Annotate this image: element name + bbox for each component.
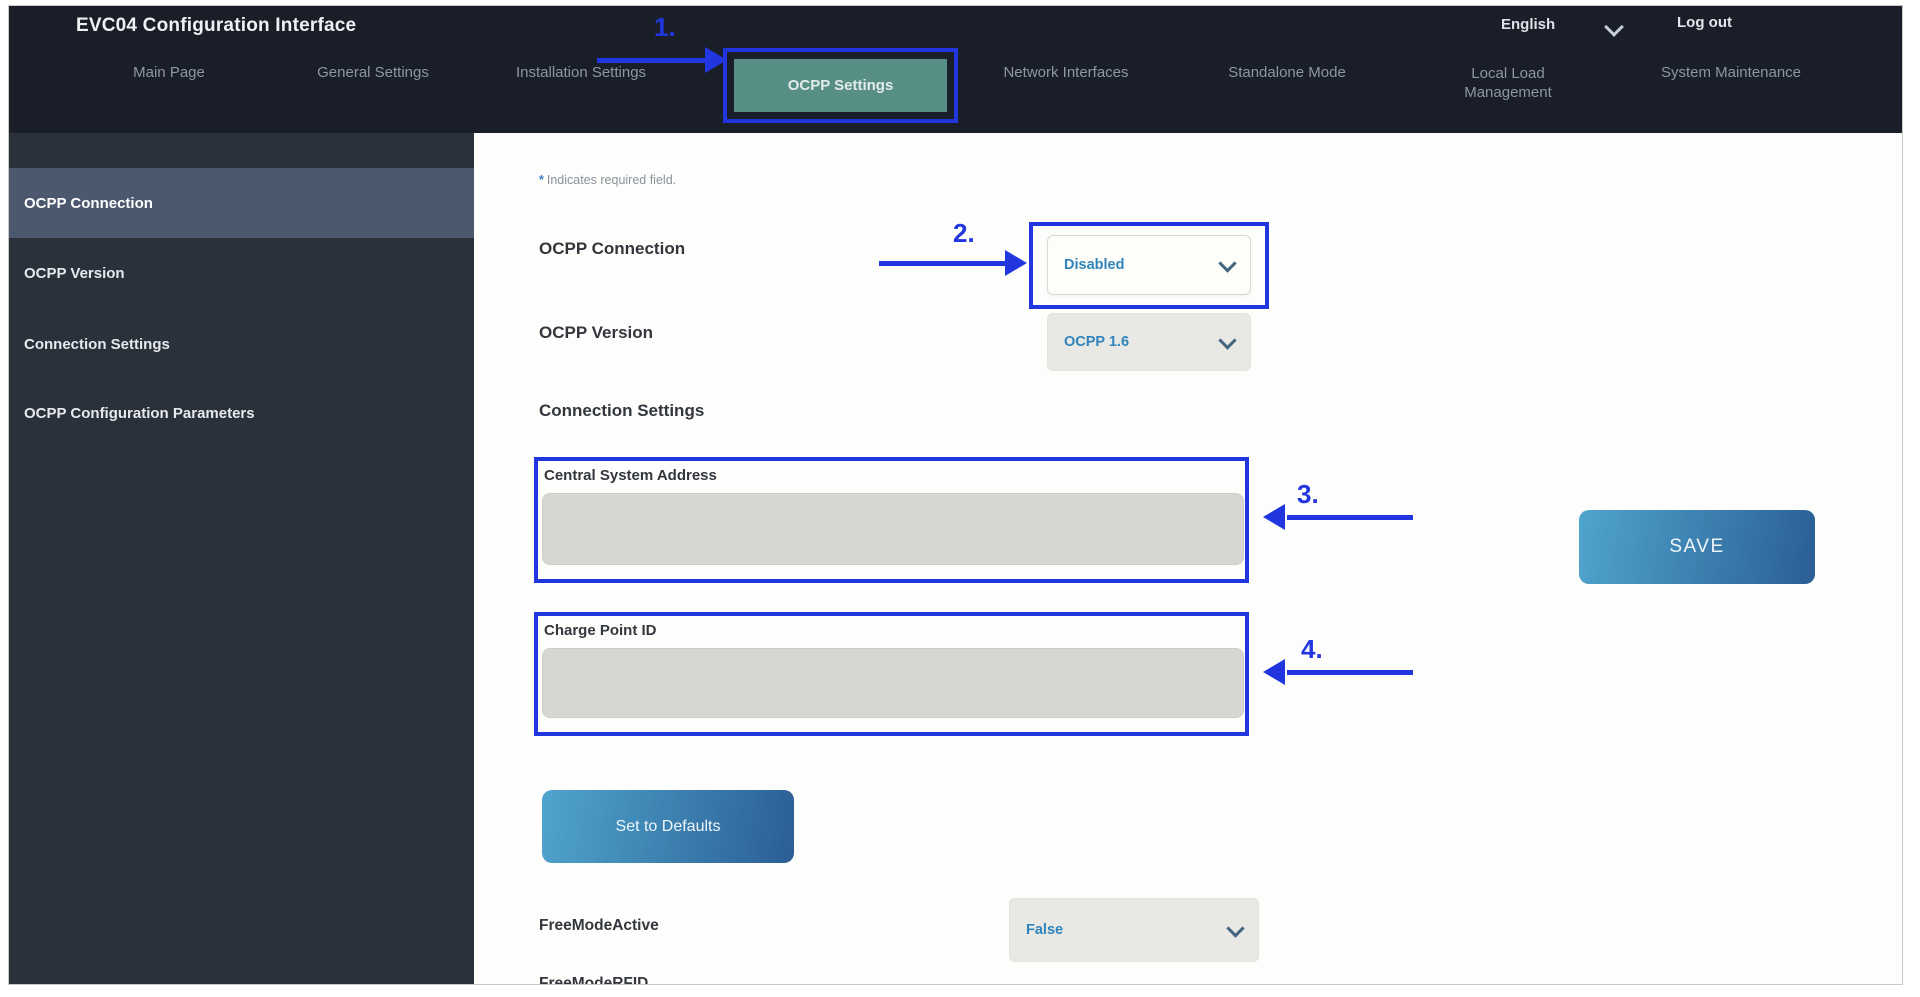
ocpp-connection-select[interactable]: Disabled [1047,235,1251,295]
sidebar-item-connection-settings[interactable]: Connection Settings [24,335,170,353]
chevron-down-icon [1226,918,1245,938]
annotation-step3-number: 3. [1297,479,1319,509]
tab-installation-settings[interactable]: Installation Settings [515,64,647,81]
ocpp-connection-value: Disabled [1064,257,1125,273]
sidebar-item-ocpp-configuration-parameters[interactable]: OCPP Configuration Parameters [24,404,255,422]
annotation-box-step3 [534,457,1249,583]
annotation-step2-arrow-head [1005,250,1027,276]
required-note-text: Indicates required field. [546,173,677,187]
required-field-note: *Indicates required field. [539,173,676,187]
set-to-defaults-button[interactable]: Set to Defaults [542,790,794,863]
annotation-step2-number: 2. [953,218,975,248]
save-button[interactable]: SAVE [1579,510,1815,584]
charge-point-id-input[interactable] [542,648,1244,718]
app-window: EVC04 Configuration Interface English Lo… [8,5,1903,985]
free-mode-active-label: FreeModeActive [539,917,659,934]
chevron-down-icon[interactable] [1604,17,1624,37]
language-selector[interactable]: English [1501,16,1556,33]
annotation-step4-arrow-head [1263,659,1285,685]
tab-ocpp-settings[interactable]: OCPP Settings [734,59,947,112]
charge-point-id-label: Charge Point ID [544,622,657,639]
tab-system-maintenance[interactable]: System Maintenance [1660,64,1802,81]
tab-local-load-management[interactable]: Local Load Management [1464,65,1552,101]
annotation-step3-arrow-head [1263,504,1285,530]
sidebar-item-ocpp-version[interactable]: OCPP Version [24,264,125,282]
annotation-box-step1: OCPP Settings [723,48,958,123]
connection-settings-heading: Connection Settings [539,401,705,420]
sidebar: OCPP Connection OCPP Version Connection … [9,133,474,984]
logout-button[interactable]: Log out [1677,14,1732,31]
top-header: EVC04 Configuration Interface English Lo… [9,6,1902,133]
tab-main-page[interactable]: Main Page [133,64,205,81]
central-system-address-input[interactable] [542,493,1244,565]
tab-network-interfaces[interactable]: Network Interfaces [1003,64,1129,81]
free-mode-rfid-label: FreeModeRFID [539,975,649,985]
free-mode-active-value: False [1026,922,1064,938]
annotation-step3-arrow-shaft [1287,515,1413,520]
free-mode-active-select[interactable]: False [1009,898,1259,962]
annotation-step4-arrow-shaft [1287,670,1413,675]
tab-general-settings[interactable]: General Settings [317,64,429,81]
annotation-box-step4 [534,612,1249,736]
annotation-step1-arrow-head [705,47,727,73]
ocpp-connection-label: OCPP Connection [539,239,686,258]
annotation-box-step2 [1029,222,1269,309]
chevron-down-icon [1218,330,1237,350]
ocpp-version-select[interactable]: OCPP 1.6 [1047,313,1251,371]
sidebar-item-ocpp-connection[interactable]: OCPP Connection [9,168,474,238]
annotation-step4-number: 4. [1301,634,1323,664]
required-asterisk: * [539,173,544,187]
annotation-step1-arrow-shaft [597,58,707,63]
central-system-address-label: Central System Address [544,467,717,484]
annotation-step1-number: 1. [654,12,676,42]
page-title: EVC04 Configuration Interface [76,15,357,36]
annotation-step2-arrow-shaft [879,261,1007,266]
tab-standalone-mode[interactable]: Standalone Mode [1228,64,1346,81]
ocpp-version-value: OCPP 1.6 [1064,334,1130,350]
ocpp-version-label: OCPP Version [539,323,654,342]
